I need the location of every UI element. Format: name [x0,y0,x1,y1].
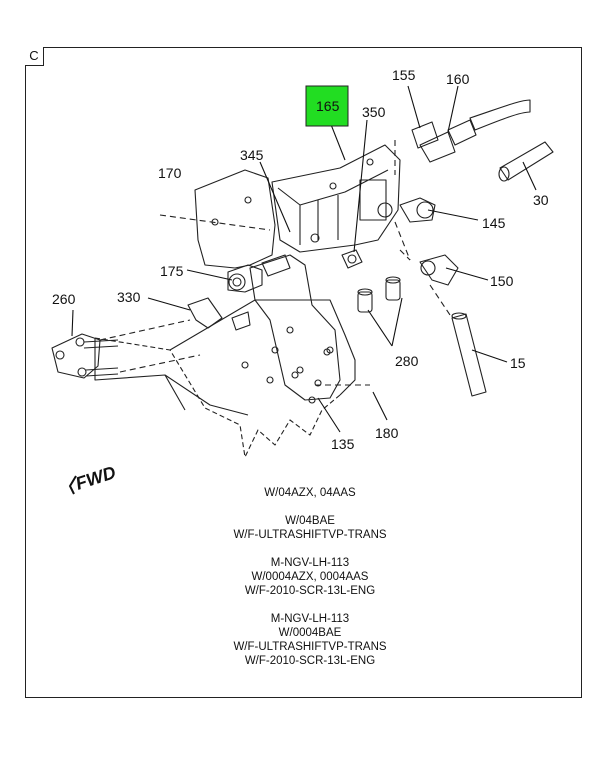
note-line: W/F-ULTRASHIFTVP-TRANS [233,641,387,653]
note-line: M-NGV-LH-113 [270,557,350,569]
bracket-135 [249,254,341,401]
diagram-frame [25,47,582,698]
fitting-145 [399,197,436,223]
note-line: M-NGV-LH-113 [270,613,350,625]
callout-15[interactable]: 15 [510,355,526,371]
note-line: W/0004AZX, 0004AAS [251,571,369,583]
callout-345[interactable]: 345 [240,147,264,163]
callout-145[interactable]: 145 [482,215,506,231]
callout-150[interactable]: 150 [490,273,514,289]
note-group: W/04AZX, 04AAS [150,486,470,500]
callout-260[interactable]: 260 [52,291,76,307]
note-line: W/04BAE [285,515,335,527]
callout-135[interactable]: 135 [331,436,355,452]
fitting-175 [227,254,291,293]
frame-rail [94,299,356,458]
tube-155-160 [411,99,531,163]
note-line: W/0004BAE [278,627,342,639]
fitting-350 [341,249,363,269]
callout-165[interactable]: 165 [316,98,340,114]
section-label: C [25,47,44,66]
elbow-150 [419,254,459,286]
highlight-box-165 [305,85,349,127]
callout-180[interactable]: 180 [375,425,399,441]
tube-15 [451,312,487,397]
tube-30 [498,141,554,182]
callout-170[interactable]: 170 [158,165,182,181]
callout-330[interactable]: 330 [117,289,141,305]
note-group: W/04BAE W/F-ULTRASHIFTVP-TRANS [150,514,470,542]
callout-160[interactable]: 160 [446,71,470,87]
leader-lines [71,85,537,433]
note-line: W/F-ULTRASHIFTVP-TRANS [233,529,387,541]
clip-330 [187,297,251,331]
callout-30[interactable]: 30 [533,192,549,208]
stud-bracket-260 [51,333,119,379]
valve-assembly-165 [271,144,401,253]
fwd-label: FWD [73,462,118,494]
fwd-arrow-icon [68,475,77,495]
centerlines [99,140,453,386]
sleeves-280 [357,276,401,313]
note-line: W/F-2010-SCR-13L-ENG [244,585,376,597]
applicability-notes: W/04AZX, 04AAS W/04BAE W/F-ULTRASHIFTVP-TR… [150,486,470,682]
note-line: W/04AZX, 04AAS [264,487,356,499]
callout-280[interactable]: 280 [395,353,419,369]
plate-170 [194,169,276,269]
callout-155[interactable]: 155 [392,67,416,83]
fwd-indicator: FWD [68,462,118,495]
callout-175[interactable]: 175 [160,263,184,279]
note-line: W/F-2010-SCR-13L-ENG [244,655,376,667]
callout-350[interactable]: 350 [362,104,386,120]
